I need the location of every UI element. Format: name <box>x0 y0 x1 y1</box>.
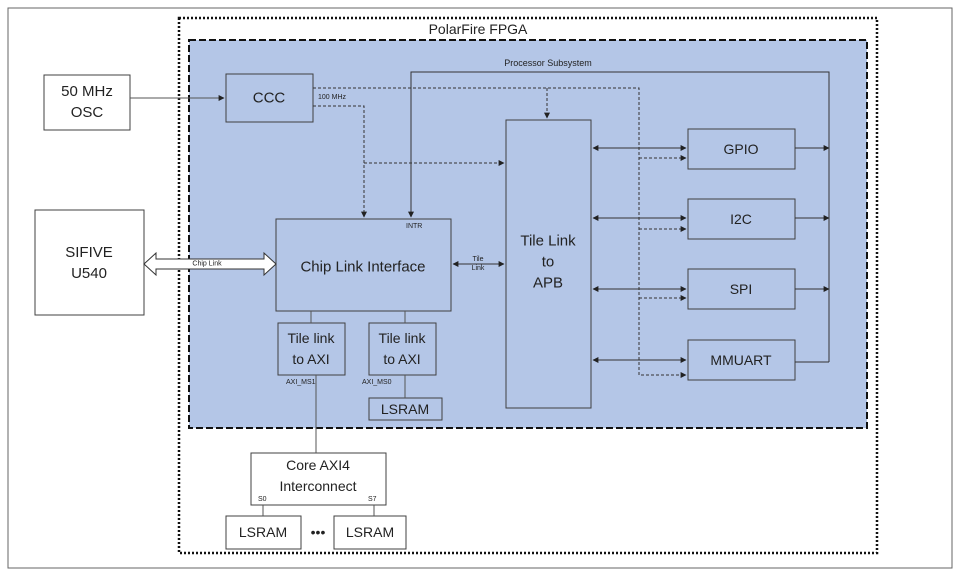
gpio-label: GPIO <box>723 141 759 157</box>
tile-link-axi-1-box <box>277 322 346 376</box>
lsram-internal-label: LSRAM <box>380 401 430 417</box>
tile-link-axi-0-line2: to AXI <box>383 351 421 367</box>
tile-link-bus-line2: Link <box>471 265 485 272</box>
axi-ms0-label: AXI_MS0 <box>362 379 392 386</box>
tile-link-axi-1-line2: to AXI <box>292 351 330 367</box>
core-axi4-box <box>250 452 387 506</box>
i2c-label: I2C <box>730 211 752 227</box>
ccc-label: CCC <box>252 89 286 107</box>
tile-link-axi-0-label: Tile link to AXI <box>379 328 426 370</box>
intr-label: INTR <box>406 223 423 230</box>
tile-link-bus-line1: Tile <box>472 256 484 263</box>
lsram-right-box <box>333 515 407 550</box>
osc-line1: 50 MHz <box>61 83 113 100</box>
port-s7-label: S7 <box>368 496 377 503</box>
ccc-box <box>225 73 314 123</box>
sifive-label: SIFIVE U540 <box>65 242 113 284</box>
clock-lines <box>313 87 687 378</box>
freq-label: 100 MHz <box>318 94 347 101</box>
chip-link-interface-box <box>275 218 452 312</box>
peripheral-output-lines <box>795 145 830 363</box>
apb-bus-lines <box>592 145 687 363</box>
lsram-right-label: LSRAM <box>345 524 395 540</box>
tile-link-axi-1-line1: Tile link <box>287 330 335 346</box>
tile-link-apb-line3: APB <box>532 274 563 292</box>
core-axi4-line1: Core AXI4 <box>286 457 350 473</box>
spi-label: SPI <box>729 281 753 297</box>
chip-link-arrow <box>143 251 277 277</box>
subsystem-label: Processor Subsystem <box>504 58 592 68</box>
gpio-box <box>687 128 796 170</box>
osc-box <box>43 74 131 131</box>
tile-link-axi-0-line1: Tile link <box>378 330 426 346</box>
tile-link-apb-line1: Tile Link <box>520 232 576 250</box>
ellipsis-label: ••• <box>310 524 326 540</box>
lsram-left-box <box>225 515 302 550</box>
sifive-box <box>34 209 145 316</box>
spi-box <box>687 268 796 310</box>
tile-link-apb-box <box>505 119 592 409</box>
chip-link-bus-label: Chip Link <box>192 260 222 268</box>
i2c-box <box>687 198 796 240</box>
fpga-label: PolarFire FPGA <box>428 21 528 37</box>
osc-label: 50 MHz OSC <box>61 81 113 123</box>
mmuart-label: MMUART <box>710 352 772 368</box>
fpga-boundary <box>177 16 879 555</box>
osc-line2: OSC <box>70 104 104 121</box>
sifive-line2: U540 <box>71 265 107 282</box>
core-axi4-label: Core AXI4 Interconnect <box>279 455 356 497</box>
mmuart-box <box>687 339 796 381</box>
tile-link-axi-0-box <box>368 322 437 376</box>
sifive-line1: SIFIVE <box>65 244 113 261</box>
tile-link-apb-line2: to <box>541 253 555 271</box>
tile-link-bus-label: Tile Link <box>472 255 485 273</box>
chip-link-interface-label: Chip Link Interface <box>300 258 426 276</box>
tile-link-axi-1-label: Tile link to AXI <box>288 328 335 370</box>
port-s0-label: S0 <box>258 496 267 503</box>
lsram-left-label: LSRAM <box>238 524 288 540</box>
axi-connectors <box>262 311 406 516</box>
axi-ms1-label: AXI_MS1 <box>286 379 316 386</box>
core-axi4-line2: Interconnect <box>279 478 357 494</box>
tile-link-apb-label: Tile Link to APB <box>520 231 575 294</box>
